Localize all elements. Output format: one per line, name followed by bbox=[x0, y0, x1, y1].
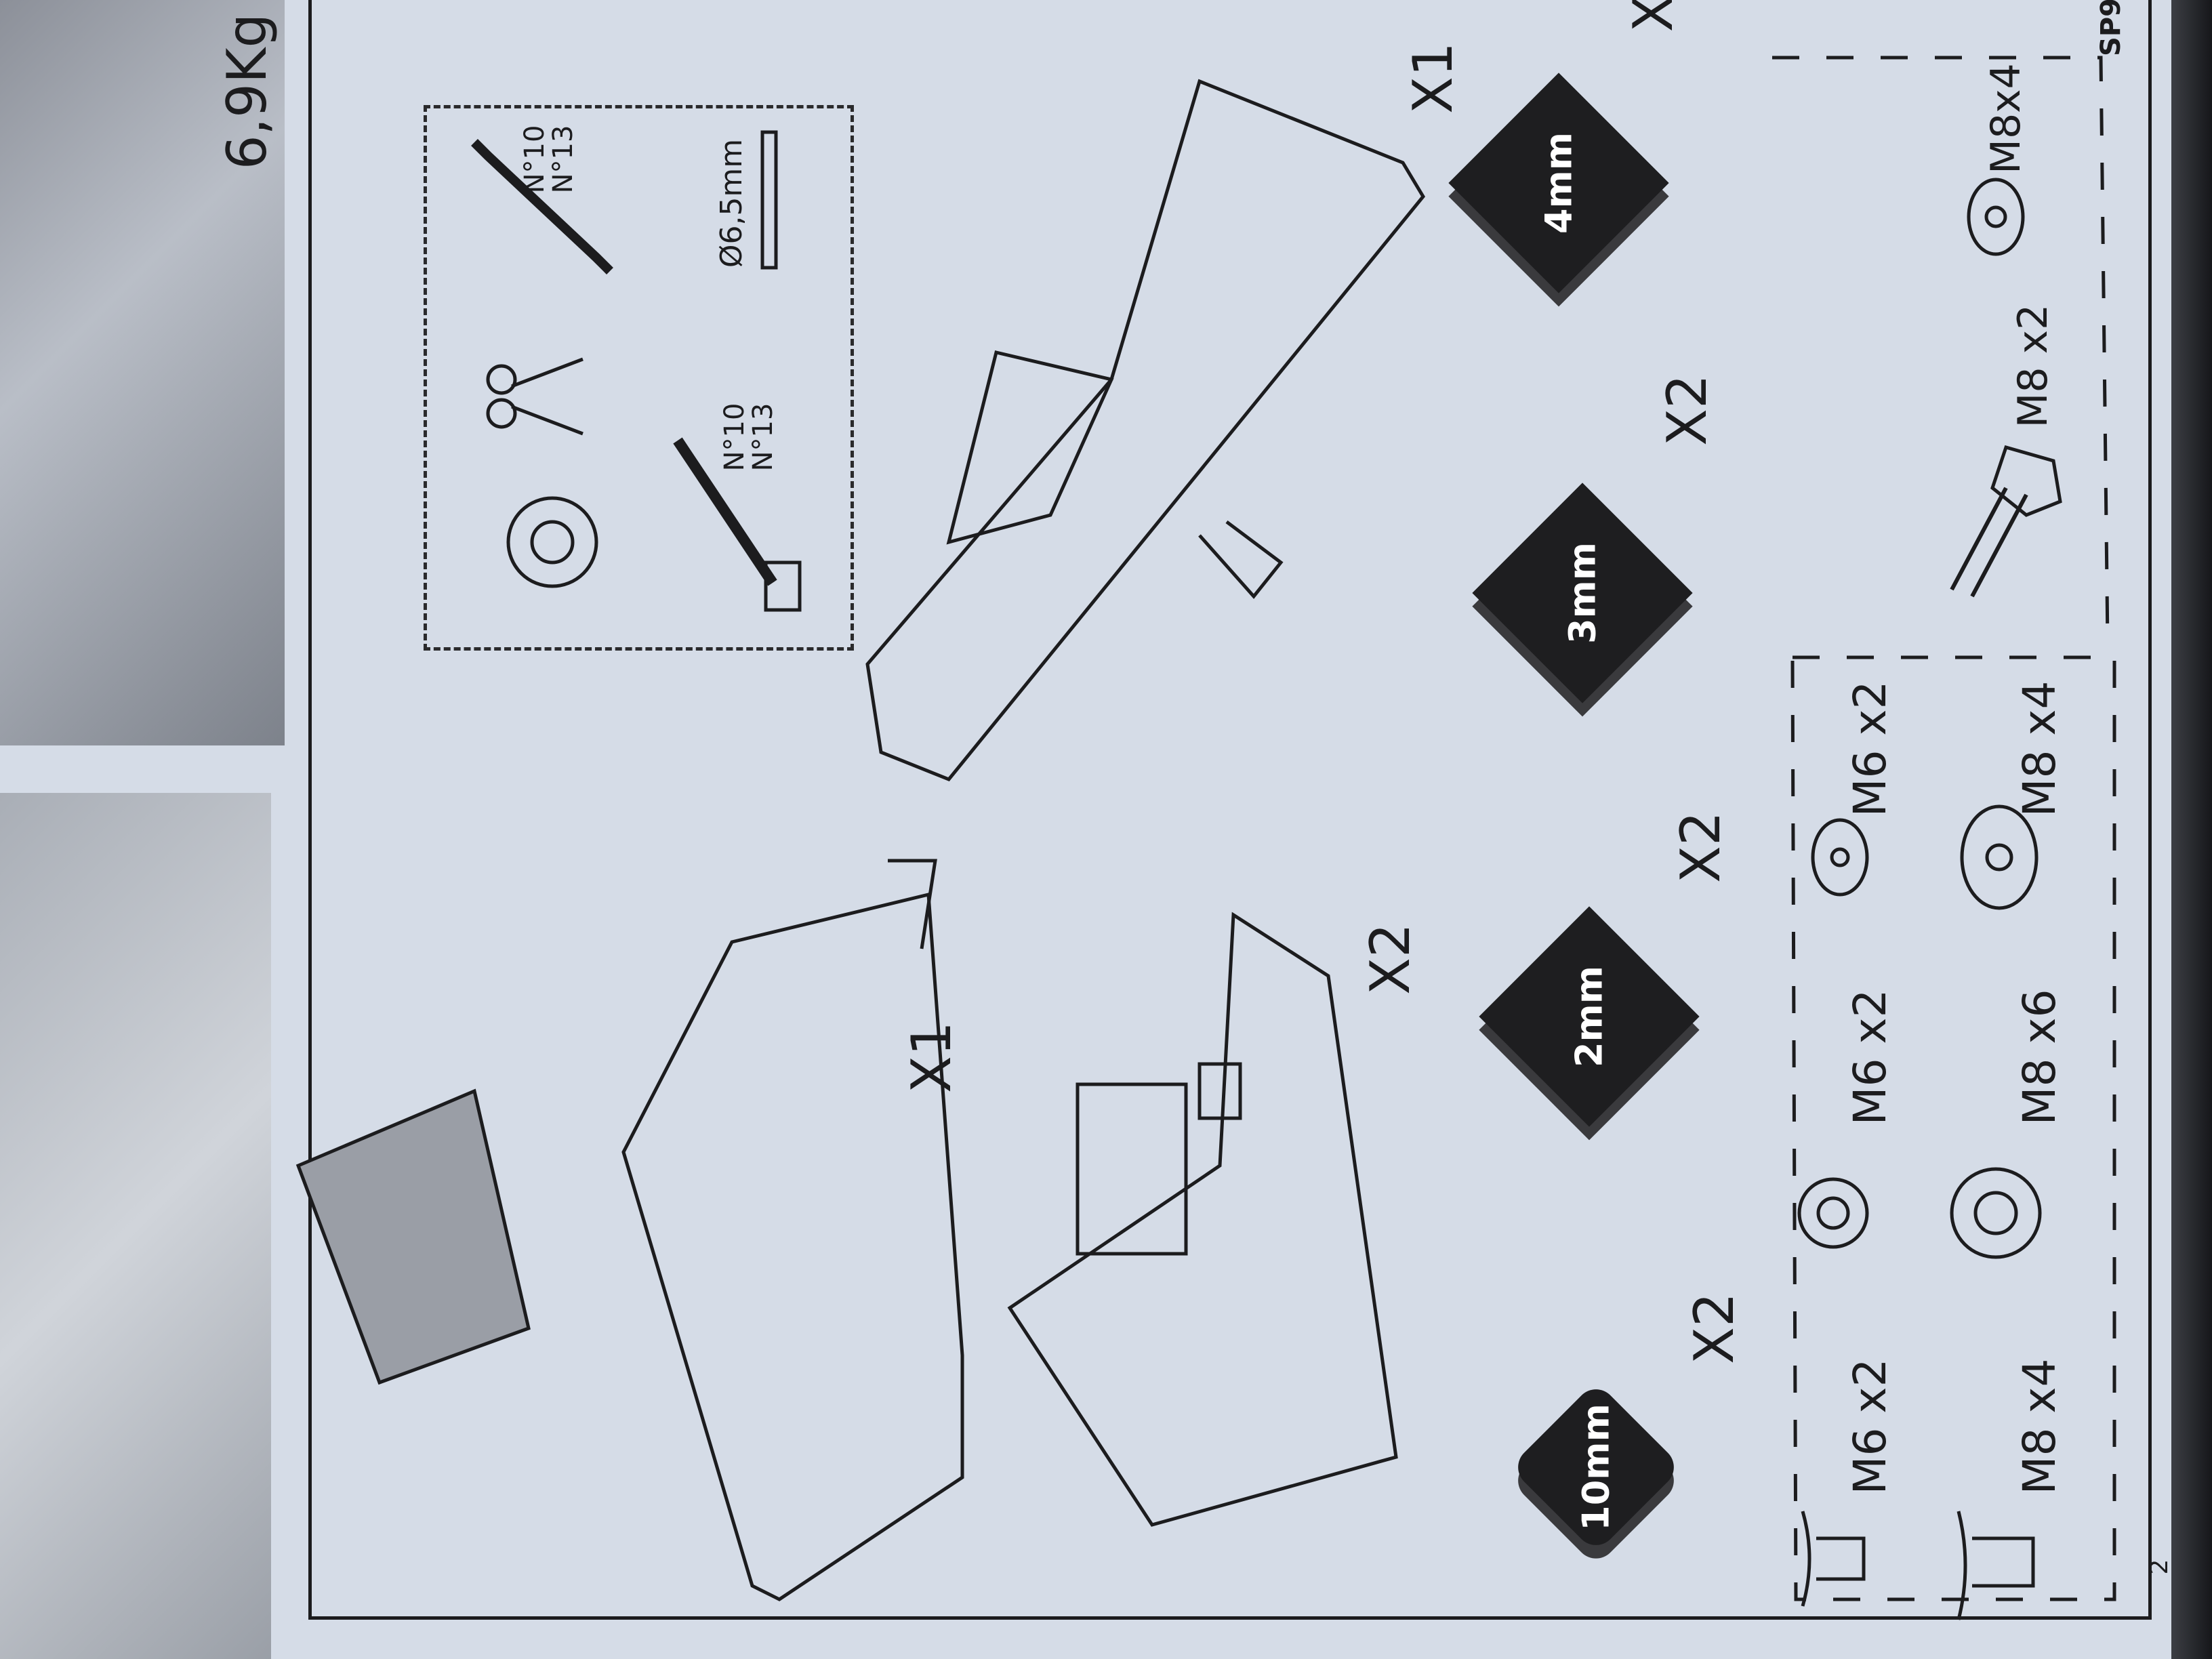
washer-m6-icon bbox=[1811, 818, 1869, 897]
washer-m8-icon bbox=[1960, 804, 2039, 910]
nut-m6-icon bbox=[1797, 1177, 1869, 1249]
washer-m8-small-icon bbox=[1967, 178, 2025, 256]
photo-top bbox=[0, 0, 285, 745]
carriage-bolt-m6-label: M6 x2 bbox=[1844, 1358, 1896, 1495]
bracket-plate-icon bbox=[865, 79, 1426, 782]
table-edge bbox=[2171, 0, 2212, 1659]
carriage-bolt-m6-icon bbox=[1801, 1511, 1866, 1607]
washer-m8-small-label: M8x4 bbox=[1982, 63, 2030, 174]
spacer-3mm-qty: X2 bbox=[1656, 374, 1719, 446]
ratchet-size-label: N°10 N°13 bbox=[719, 403, 779, 472]
scissors-icon bbox=[486, 357, 583, 436]
washer-m8-label: M8 x4 bbox=[2013, 680, 2066, 817]
nut-m8-icon bbox=[1950, 1167, 2042, 1259]
hex-bolt-label: M8 x2 bbox=[2009, 304, 2057, 428]
parts-frame bbox=[308, 0, 2152, 1620]
tools-box bbox=[424, 105, 854, 651]
drill-bit-icon bbox=[760, 130, 778, 270]
wrench-icon bbox=[471, 139, 613, 274]
spacer-10mm-qty: X2 bbox=[1683, 1292, 1746, 1364]
bracket-b-qty: X1 bbox=[900, 1021, 963, 1093]
carriage-bolt-m8-icon bbox=[1957, 1511, 2035, 1620]
carriage-bolt-m8-label: M8 x4 bbox=[2013, 1358, 2066, 1495]
cover-icon bbox=[295, 1088, 531, 1385]
nut-m6-label: M6 x2 bbox=[1844, 989, 1896, 1126]
hex-bolt-icon bbox=[1950, 487, 2028, 598]
tape-measure-icon bbox=[506, 496, 598, 588]
ratchet-icon bbox=[673, 437, 777, 586]
cut-off-qty: X bbox=[1622, 0, 1685, 33]
photo-bottom bbox=[0, 793, 271, 1659]
clamp-icon bbox=[1007, 912, 1398, 1527]
clamp-qty: X2 bbox=[1359, 923, 1422, 995]
nut-m8-label: M8 x6 bbox=[2013, 989, 2066, 1126]
spacer-2mm-qty: X2 bbox=[1669, 811, 1732, 883]
wrench-size-label: N°10 N°13 bbox=[519, 125, 579, 194]
bracket-a-qty: X1 bbox=[1401, 42, 1465, 114]
washer-m6-label: M6 x2 bbox=[1844, 680, 1896, 817]
bracket-channel-icon bbox=[621, 892, 964, 1601]
drill-bit-label: Ø6,5mm bbox=[714, 138, 749, 268]
